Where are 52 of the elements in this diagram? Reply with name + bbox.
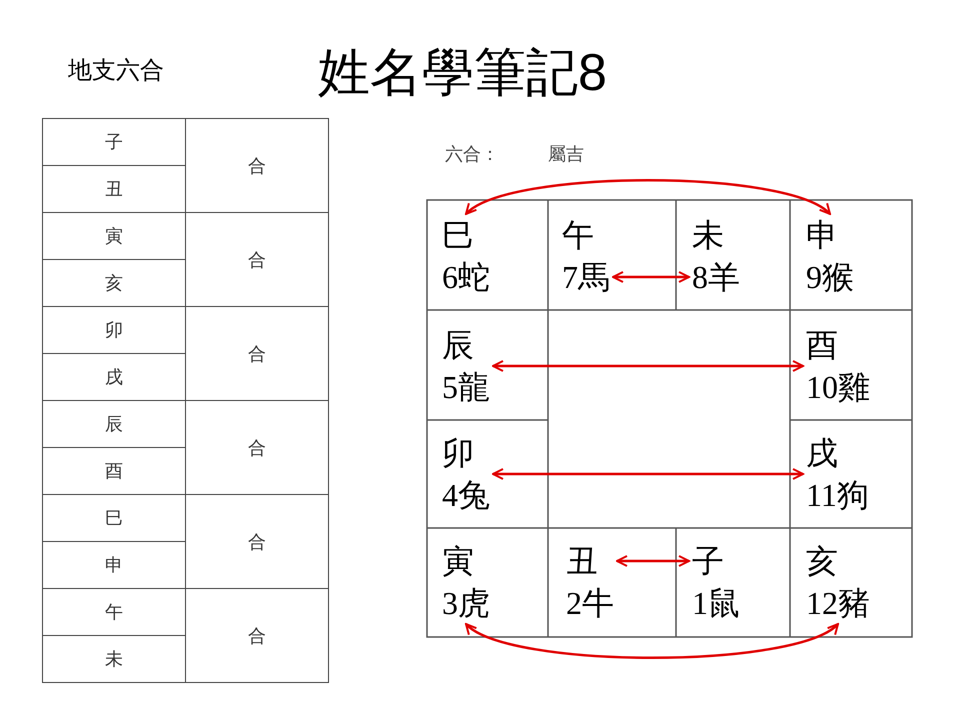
- earthly-branch: 午: [562, 216, 595, 255]
- zodiac-animal: 5龍: [442, 368, 490, 407]
- table-cell: 亥: [42, 260, 186, 306]
- table-cell: 子: [42, 118, 186, 166]
- table-cell: 合: [186, 306, 328, 400]
- table-cell: 戌: [42, 354, 186, 400]
- earthly-branch: 未: [692, 216, 725, 255]
- table-cell: 寅: [42, 212, 186, 260]
- earthly-branch: 子: [692, 542, 725, 581]
- table-cell: 未: [42, 636, 186, 682]
- double-arrow: [612, 271, 690, 283]
- earthly-branch: 戌: [806, 434, 839, 473]
- table-cell: 卯: [42, 306, 186, 354]
- earthly-branch: 丑: [566, 542, 599, 581]
- earthly-branch: 亥: [806, 542, 839, 581]
- table-cell: 合: [186, 400, 328, 494]
- zodiac-animal: 7馬: [562, 258, 610, 297]
- note-text: 屬吉: [548, 143, 584, 166]
- table-cell: 辰: [42, 400, 186, 448]
- zodiac-animal: 6蛇: [442, 258, 490, 297]
- earthly-branch: 卯: [442, 434, 475, 473]
- zodiac-animal: 9猴: [806, 258, 854, 297]
- zodiac-animal: 10雞: [806, 368, 870, 407]
- zodiac-animal: 4兔: [442, 476, 490, 515]
- zodiac-animal: 11狗: [806, 476, 869, 515]
- double-arrow: [492, 468, 804, 480]
- zodiac-animal: 12豬: [806, 584, 870, 623]
- zodiac-animal: 2牛: [566, 584, 614, 623]
- zodiac-animal: 8羊: [692, 258, 740, 297]
- table-cell: 申: [42, 542, 186, 588]
- double-arrow: [465, 179, 831, 216]
- earthly-branch: 申: [806, 216, 839, 255]
- table-cell: 酉: [42, 448, 186, 494]
- zodiac-animal: 1鼠: [692, 584, 740, 623]
- table-cell: 合: [186, 118, 328, 212]
- table-cell: 丑: [42, 166, 186, 212]
- double-arrow: [616, 555, 690, 567]
- double-arrow: [492, 360, 804, 372]
- earthly-branch: 辰: [442, 326, 475, 365]
- double-arrow: [465, 622, 839, 659]
- table-cell: 午: [42, 588, 186, 636]
- earthly-branch: 巳: [442, 216, 475, 255]
- section-heading: 地支六合: [68, 56, 164, 86]
- zodiac-animal: 3虎: [442, 584, 490, 623]
- note-text: 六合：: [445, 143, 499, 166]
- table-cell: 合: [186, 212, 328, 306]
- earthly-branch: 酉: [806, 326, 839, 365]
- table-cell: 巳: [42, 494, 186, 542]
- page-title: 姓名學筆記8: [318, 43, 607, 104]
- earthly-branch: 寅: [442, 542, 475, 581]
- table-cell: 合: [186, 494, 328, 588]
- table-cell: 合: [186, 588, 328, 682]
